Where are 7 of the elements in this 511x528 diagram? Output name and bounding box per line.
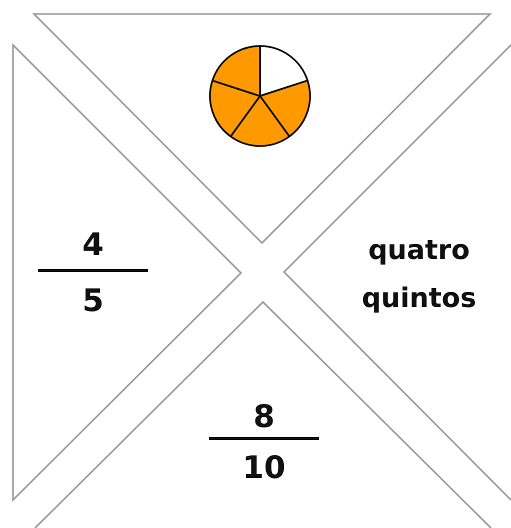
triangle-panel [284, 45, 511, 500]
triangle-panel [13, 45, 241, 500]
fraction-in-words: quatro quintos [360, 234, 478, 316]
numerator: 8 [252, 402, 276, 433]
denominator: 5 [81, 286, 105, 317]
numerator: 4 [81, 230, 105, 261]
denominator: 10 [241, 453, 287, 484]
